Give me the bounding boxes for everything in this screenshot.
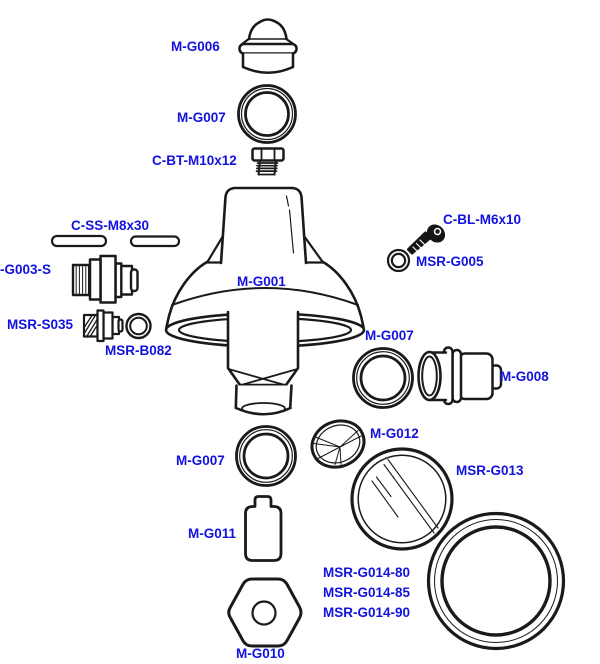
part-m-g007-oring-top — [237, 84, 297, 144]
part-label-m-g001: M-G001 — [237, 274, 286, 289]
part-label-m-g006: M-G006 — [171, 39, 220, 54]
part-m-g001-body — [164, 186, 366, 416]
part-m-g003-s-fitting — [71, 254, 139, 304]
part-label-m-g007-top: M-G007 — [177, 110, 226, 125]
part-label-msr-g005: MSR-G005 — [416, 254, 484, 269]
part-label-m-g011: M-G011 — [188, 526, 237, 541]
part-label-msr-g013: MSR-G013 — [456, 463, 524, 478]
part-label-msr-g014-90: MSR-G014-90 — [323, 605, 411, 620]
part-msr-b082-ring — [125, 312, 152, 340]
part-msr-g005-ring — [386, 248, 411, 273]
part-m-g008-plug — [417, 346, 503, 406]
part-msr-s035-fitting — [82, 309, 124, 343]
part-m-g007-oring-bottom — [235, 425, 297, 487]
part-label-m-g007-bottom: M-G007 — [176, 453, 225, 468]
part-label-msr-g014-80: MSR-G014-80 — [323, 565, 411, 580]
part-label-msr-g014-85: MSR-G014-85 — [323, 585, 411, 600]
part-m-g011-insert — [244, 495, 283, 562]
part-m-g006-cap — [238, 18, 298, 75]
part-label-m-g008: M-G008 — [500, 369, 549, 384]
part-label-c-bl-m6x10: C-BL-M6x10 — [443, 212, 522, 227]
part-m-g012-disc — [310, 419, 366, 469]
part-c-bt-m10x12-bolt — [251, 147, 285, 176]
part-msr-g014-oring — [426, 511, 566, 651]
part-m-g007-oring-right — [352, 347, 414, 409]
part-label-m-g007-right: M-G007 — [365, 328, 414, 343]
part-c-ss-m8x30-studs — [50, 234, 181, 248]
part-label-c-ss-m8x30: C-SS-M8x30 — [71, 218, 150, 233]
part-label-msr-b082: MSR-B082 — [105, 343, 172, 358]
part-label-c-bt-m10x12: C-BT-M10x12 — [152, 153, 237, 168]
part-label-msr-s035: MSR-S035 — [7, 317, 74, 332]
part-m-g010-hex-nut — [227, 577, 303, 648]
part-label-m-g010: M-G010 — [236, 646, 285, 661]
part-msr-g013-disc — [350, 447, 454, 551]
part-label-g003-s-clipped: -G003-S — [0, 262, 52, 277]
part-c-bl-m6x10-bolt — [407, 224, 446, 255]
part-label-m-g012: M-G012 — [370, 426, 419, 441]
